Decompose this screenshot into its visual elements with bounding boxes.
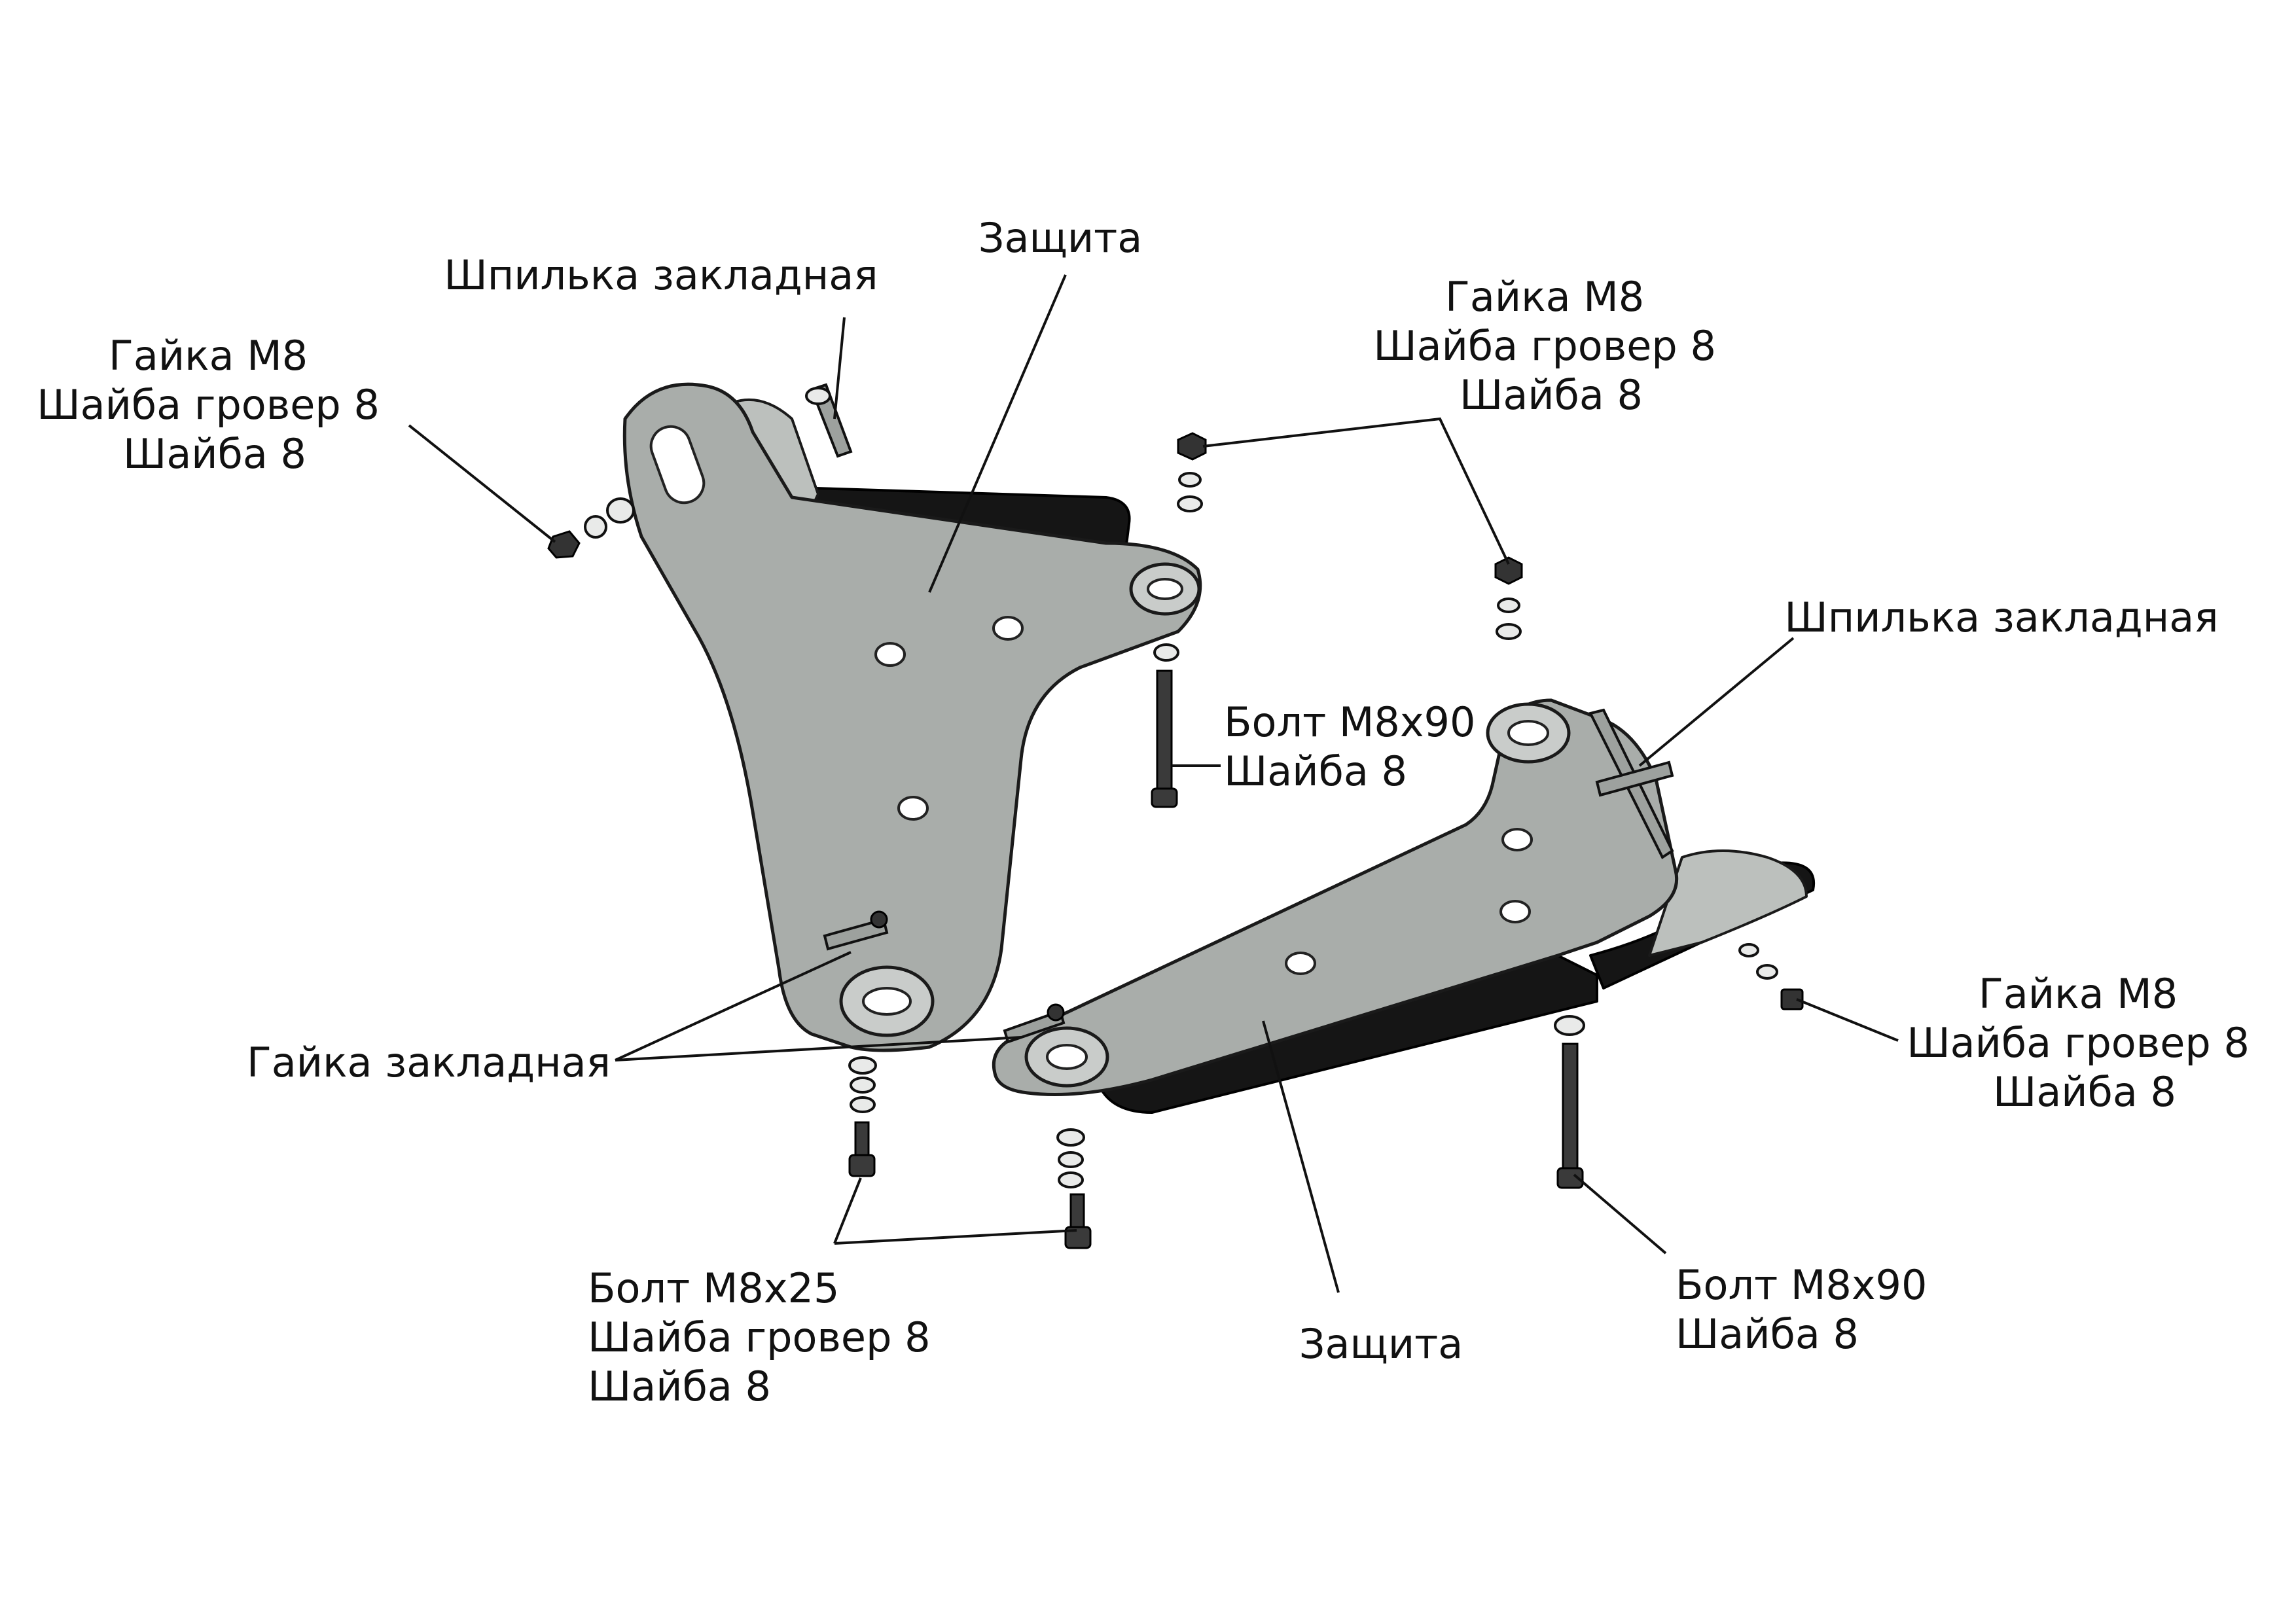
right-shield-plate-icon xyxy=(992,698,1816,1114)
label-nut-bottom-right: Гайка М8 Шайба гровер 8 Шайба 8 xyxy=(1907,970,2262,1116)
bolt-m8x25-left-icon xyxy=(848,1056,877,1177)
label-nut-left-line-1: Гайка М8 xyxy=(109,332,308,380)
label-bolt90-center-line-2: Шайба 8 xyxy=(1224,747,1407,795)
label-nut-bottom-right-line-3: Шайба 8 xyxy=(1993,1068,2176,1116)
bolt-m8x90-center-icon xyxy=(1151,643,1179,808)
label-bolt90-right-line-2: Шайба 8 xyxy=(1676,1310,1859,1358)
label-shield-left: Защита xyxy=(978,214,1143,262)
label-bolt25: Болт М8х25 Шайба гровер 8 Шайба 8 xyxy=(588,1264,943,1410)
label-bolt90-center-line-1: Болт М8х90 xyxy=(1224,698,1475,746)
label-stud-left: Шпилька закладная xyxy=(444,251,878,299)
bolt-m8x25-right-icon xyxy=(1056,1128,1092,1249)
bolt-m8x90-right-icon xyxy=(1554,1015,1585,1189)
label-nut-top-right-line-1: Гайка М8 xyxy=(1445,273,1644,321)
label-bolt90-center: Болт М8х90 Шайба 8 xyxy=(1224,698,1488,795)
label-nut-left-line-2: Шайба гровер 8 xyxy=(37,381,380,429)
label-nut-bottom-right-line-2: Шайба гровер 8 xyxy=(1907,1019,2250,1067)
nut-stack-left-icon xyxy=(547,497,635,559)
label-shield-right: Защита xyxy=(1299,1320,1463,1368)
nut-stack-top-right-a-icon xyxy=(1177,432,1207,512)
label-bolt90-right: Болт М8х90 Шайба 8 xyxy=(1676,1261,1940,1358)
label-bolt25-line-2: Шайба гровер 8 xyxy=(588,1313,931,1361)
label-bolt90-right-line-1: Болт М8х90 xyxy=(1676,1261,1927,1309)
label-nut-top-right-line-3: Шайба 8 xyxy=(1460,371,1643,419)
label-nut-bottom-right-line-1: Гайка М8 xyxy=(1979,970,2178,1018)
label-embedded-nut: Гайка закладная xyxy=(247,1039,611,1086)
label-nut-left: Гайка М8 Шайба гровер 8 Шайба 8 xyxy=(37,332,392,478)
nut-stack-bottom-right-icon xyxy=(1738,943,1804,1010)
label-nut-top-right-line-2: Шайба гровер 8 xyxy=(1373,322,1716,370)
embedded-stud-left-icon xyxy=(805,383,853,458)
nut-stack-top-right-b-icon xyxy=(1494,556,1523,640)
label-nut-top-right: Гайка М8 Шайба гровер 8 Шайба 8 xyxy=(1373,273,1729,419)
label-stud-right: Шпилька закладная xyxy=(1784,594,2218,641)
label-bolt25-line-1: Болт М8х25 xyxy=(588,1264,839,1312)
label-bolt25-line-3: Шайба 8 xyxy=(588,1363,771,1410)
leader-lines xyxy=(408,274,1899,1293)
left-shield-plate-icon xyxy=(622,382,1202,1052)
label-nut-left-line-3: Шайба 8 xyxy=(123,430,306,478)
